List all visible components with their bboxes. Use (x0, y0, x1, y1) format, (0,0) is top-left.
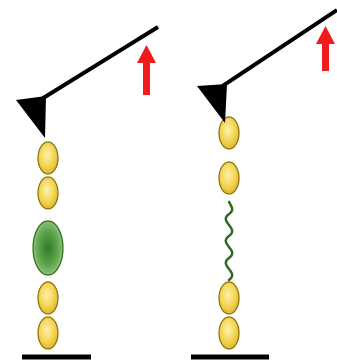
domain-ellipse (37, 281, 59, 315)
panel-right-unfolded (191, 8, 337, 360)
domain-ellipse (218, 161, 240, 195)
domain-ellipse (218, 116, 240, 150)
up-arrow-icon (137, 45, 156, 95)
cantilever-arm (38, 25, 160, 102)
cantilever-arm (219, 8, 337, 89)
domain-ellipse (37, 176, 59, 210)
domain-ellipse (218, 281, 240, 315)
panel-left-folded (16, 25, 160, 360)
unfolded-domain-green (32, 220, 64, 276)
domain-ellipse (37, 141, 59, 175)
domain-ellipse (37, 316, 59, 350)
domain-ellipse (218, 316, 240, 350)
cantilever-tip (16, 96, 46, 138)
unfolded-linker (224, 200, 234, 282)
up-arrow-icon (316, 26, 335, 71)
cantilever-tip (197, 84, 227, 123)
